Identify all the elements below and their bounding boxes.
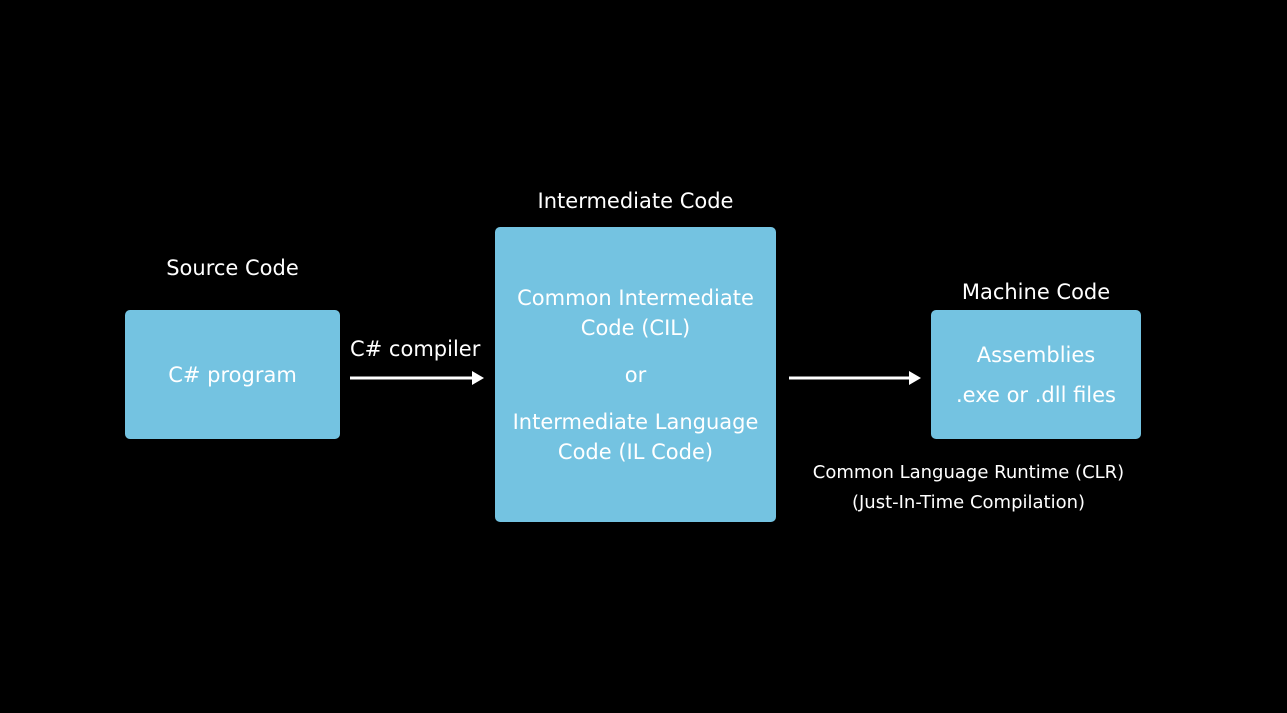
clr-note: Common Language Runtime (CLR) (Just-In-T…	[800, 458, 1137, 518]
il-line-1: Intermediate Language	[512, 409, 759, 434]
or-text: or	[624, 362, 647, 387]
intermediate-code-box: Common Intermediate Code (CIL) or Interm…	[495, 227, 776, 522]
machine-code-heading: Machine Code	[961, 280, 1111, 304]
machine-code-line-2: .exe or .dll files	[955, 382, 1117, 407]
il-line-2: Code (IL Code)	[557, 439, 714, 464]
compiler-arrow	[350, 371, 484, 385]
source-code-heading: Source Code	[166, 256, 299, 280]
compiler-label: C# compiler	[350, 337, 481, 361]
cil-line-1: Common Intermediate	[517, 285, 754, 310]
runtime-arrow	[789, 371, 921, 385]
source-code-box: C# program	[125, 310, 340, 439]
machine-code-line-1: Assemblies	[976, 342, 1096, 367]
cil-line-2: Code (CIL)	[580, 315, 691, 340]
runtime-arrow-head	[909, 371, 921, 385]
clr-note-line-2: (Just-In-Time Compilation)	[851, 492, 1086, 513]
clr-note-line-1: Common Language Runtime (CLR)	[812, 462, 1125, 483]
source-code-box-text: C# program	[168, 362, 297, 387]
compiler-arrow-head	[472, 371, 484, 385]
machine-code-box: Assemblies .exe or .dll files	[931, 310, 1141, 439]
intermediate-code-heading: Intermediate Code	[537, 189, 734, 213]
